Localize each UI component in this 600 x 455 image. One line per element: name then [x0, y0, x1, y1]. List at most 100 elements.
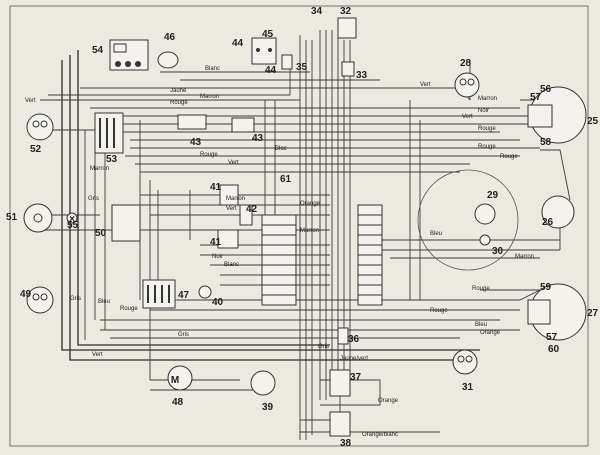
- wire-label-blanc: Blanc: [205, 66, 220, 72]
- wire-label-blanc-centre: Blanc: [224, 262, 239, 268]
- wire-label-rouge-mid: Rouge: [200, 152, 218, 158]
- wire-label-gris-left: Gris: [88, 196, 99, 202]
- label-54: 54: [92, 45, 104, 56]
- wire-labels: Blanc Jaune Marron Rouge Blac Rouge Vert…: [25, 66, 534, 438]
- wire-label-rouge-top: Rouge: [170, 100, 188, 106]
- label-57b: 57: [546, 332, 558, 343]
- label-46: 46: [164, 32, 176, 43]
- label-52: 52: [30, 144, 42, 155]
- label-27: 27: [587, 308, 599, 319]
- wire-label-jaune-vert: Jaune/vert: [340, 356, 368, 362]
- wire-label-gris-mid: Gris: [318, 344, 329, 350]
- component-50: [111, 204, 141, 242]
- component-33: [341, 61, 355, 77]
- wire-label-gris-bat: Gris: [70, 296, 81, 302]
- wire-label-marron-centre: Marron: [226, 196, 245, 202]
- component-53: [94, 112, 124, 154]
- component-39: [250, 370, 276, 396]
- component-31: [452, 349, 478, 375]
- label-25: 25: [587, 116, 599, 127]
- label-53: 53: [106, 154, 118, 165]
- component-43: [177, 114, 255, 133]
- label-42: 42: [246, 204, 258, 215]
- component-42: [239, 204, 253, 226]
- component-27: [527, 283, 587, 341]
- wire-label-vert-mid: Vert: [228, 160, 239, 166]
- label-60: 60: [548, 344, 560, 355]
- wire-label-marron-left: Marron: [90, 166, 109, 172]
- wire-label-noir-centre: Noir: [212, 254, 223, 260]
- label-29: 29: [487, 190, 499, 201]
- label-28: 28: [460, 58, 472, 69]
- label-61: 61: [280, 174, 292, 185]
- component-40: [198, 285, 212, 299]
- wire-label-bleu-low: Bleu: [475, 322, 487, 328]
- wire-label-bleu-alt: Bleu: [430, 231, 442, 237]
- wire-label-bleu-bat: Bleu: [98, 299, 110, 305]
- label-32: 32: [340, 6, 352, 17]
- alternator-outline: [417, 169, 519, 271]
- connector-block-right: [357, 204, 383, 306]
- wire-label-gris-low: Gris: [178, 332, 189, 338]
- component-37: [329, 369, 351, 397]
- label-35: 35: [296, 62, 308, 73]
- wire-label-vert-low: Vert: [92, 352, 103, 358]
- component-25: [527, 86, 587, 144]
- wire-label-vert-right: Vert: [462, 114, 473, 120]
- component-numbers: 54 46 44 45 44 35 34 32 33 28 56 57 58 2…: [6, 6, 599, 449]
- wire-label-orange-centre: Orange: [300, 201, 321, 207]
- label-44a: 44: [232, 38, 244, 49]
- label-30: 30: [492, 246, 504, 257]
- diagram-frame: [9, 5, 589, 447]
- label-55: 55: [67, 220, 79, 231]
- label-31: 31: [462, 382, 474, 393]
- label-43a: 43: [190, 137, 202, 148]
- label-47: 47: [178, 290, 190, 301]
- label-43b: 43: [252, 133, 264, 144]
- component-30: [479, 234, 491, 246]
- component-32: [337, 17, 357, 39]
- wire-label-rouge-low: Rouge: [430, 308, 448, 314]
- label-33: 33: [356, 70, 368, 81]
- label-39: 39: [262, 402, 274, 413]
- component-28: [454, 72, 480, 98]
- component-26: [541, 195, 575, 229]
- component-46: [157, 51, 179, 69]
- label-26: 26: [542, 217, 554, 228]
- component-54: [109, 39, 149, 71]
- wire-label-vert-left: Vert: [25, 98, 36, 104]
- label-49: 49: [20, 289, 32, 300]
- wire-label-rouge-bat: Rouge: [120, 306, 138, 312]
- wire-label-marron-r2: Marron: [515, 254, 534, 260]
- wire-label-orange-bottom: Orange: [378, 398, 399, 404]
- label-38: 38: [340, 438, 352, 449]
- label-40: 40: [212, 297, 224, 308]
- wire-label-orange-blanc: Orange/blanc: [362, 432, 398, 438]
- component-38: [329, 411, 351, 437]
- label-41b: 41: [210, 237, 222, 248]
- label-36: 36: [348, 334, 360, 345]
- connector-block-left: [261, 214, 297, 306]
- component-52: [26, 113, 54, 141]
- wire-label-marron-centre-2: Marron: [300, 228, 319, 234]
- wire-label-rouge-right-2: Rouge: [478, 144, 496, 150]
- label-58: 58: [540, 137, 552, 148]
- label-45: 45: [262, 29, 274, 40]
- label-50: 50: [95, 228, 107, 239]
- wire-label-rouge-right: Rouge: [478, 126, 496, 132]
- wire-label-vert-centre: Vert: [226, 206, 237, 212]
- label-41a: 41: [210, 182, 222, 193]
- label-44: 44: [265, 65, 277, 76]
- wire-label-orange-low: Orange: [480, 330, 501, 336]
- label-37: 37: [350, 372, 362, 383]
- wire-label-blac: Blac: [275, 146, 287, 152]
- component-29: [474, 203, 496, 225]
- wire-label-rouge-right-3: Rouge: [500, 154, 518, 160]
- wire-label-noir-right: Noir: [478, 108, 489, 114]
- wire-label-vert-top: Vert: [420, 82, 431, 88]
- label-51: 51: [6, 212, 18, 223]
- motor-mark: M: [171, 375, 179, 386]
- label-57a: 57: [530, 92, 542, 103]
